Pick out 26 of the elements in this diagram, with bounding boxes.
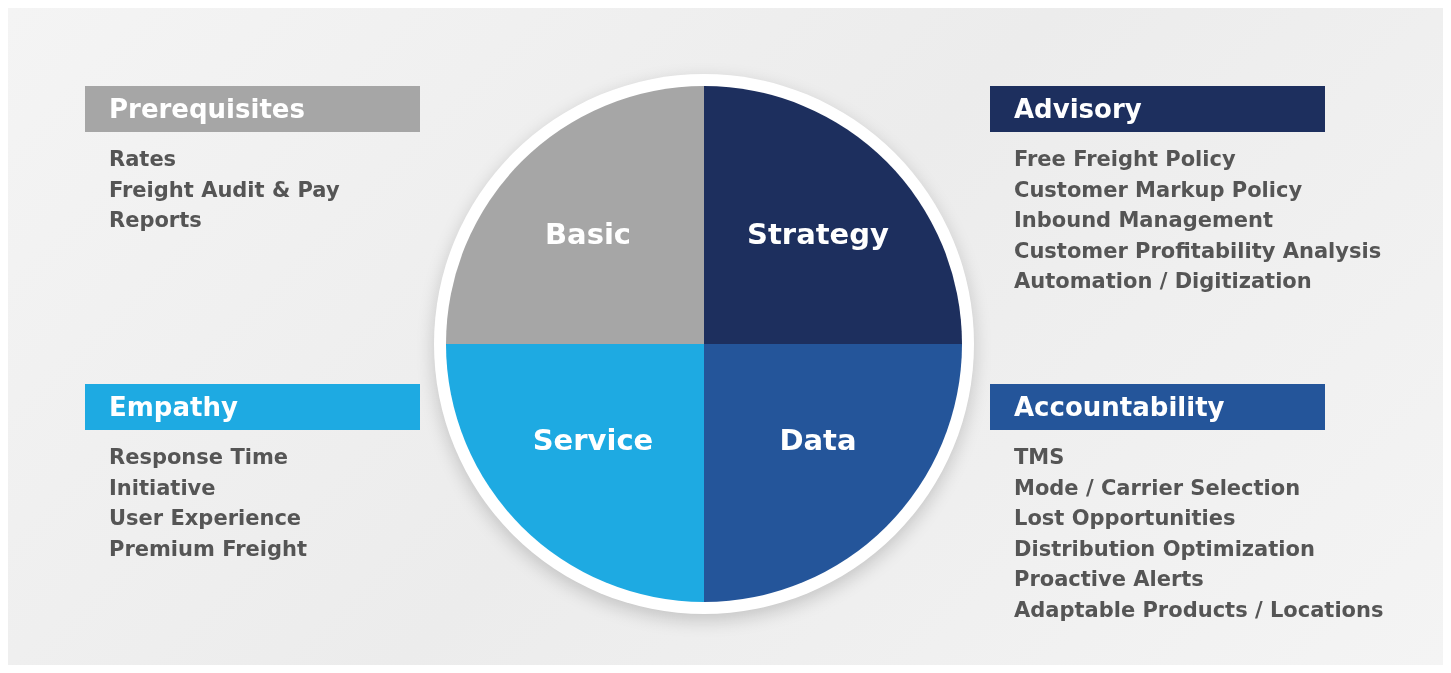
list-item: Adaptable Products / Locations [1014,596,1384,624]
list-item: TMS [1014,444,1065,471]
header-band: Prerequisites [85,86,420,132]
header-band: Empathy [85,384,420,430]
list-item: Lost Opportunities [1014,505,1236,532]
list-item: Freight Audit & Pay [109,176,340,204]
list-item: Inbound Management [1014,207,1274,234]
list-item: Reports [109,207,202,234]
list-item: Mode / Carrier Selection [1014,474,1301,502]
quadrant-label: Service [532,423,654,457]
list-item: Free Freight Policy [1014,146,1236,173]
quadrant-label: Data [779,423,857,457]
list-item: Customer Markup Policy [1014,176,1303,204]
list-item: Premium Freight [109,535,308,563]
list-item: Proactive Alerts [1014,566,1204,593]
header-band: Advisory [990,86,1325,132]
list-item: User Experience [109,505,302,532]
list-item: Distribution Optimization [1014,535,1315,563]
list-item: Customer Profitability Analysis [1014,237,1382,265]
list-item: Initiative [109,474,216,502]
quadrant-label: Strategy [747,217,889,251]
header-band: Accountability [990,384,1325,430]
list-item: Rates [109,146,177,173]
quadrant-label: Basic [544,217,632,251]
list-item: Automation / Digitization [1014,268,1312,295]
list-item: Response Time [109,444,289,471]
